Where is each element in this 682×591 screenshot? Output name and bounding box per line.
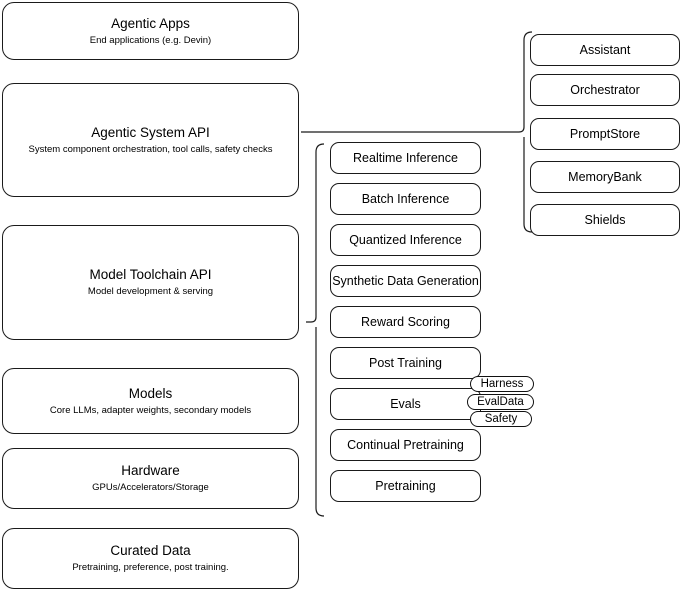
capability-label: Synthetic Data Generation (332, 274, 479, 288)
layer-title: Hardware (121, 463, 180, 478)
capability-label: Reward Scoring (361, 315, 450, 329)
capability-reward-scoring[interactable]: Reward Scoring (330, 306, 481, 338)
capability-label: Continual Pretraining (347, 438, 464, 452)
agentic-component-assistant[interactable]: Assistant (530, 34, 680, 66)
capability-label: Batch Inference (361, 192, 450, 206)
stack-layer-agentic-apps[interactable]: Agentic Apps End applications (e.g. Devi… (2, 2, 299, 60)
eval-badge-label: EvalData (477, 395, 524, 408)
layer-subtitle: Core LLMs, adapter weights, secondary mo… (49, 404, 252, 416)
stack-layer-model-toolchain-api[interactable]: Model Toolchain API Model development & … (2, 225, 299, 340)
capability-label: Evals (390, 397, 421, 411)
agentic-component-label: MemoryBank (568, 170, 642, 184)
capability-batch-inference[interactable]: Batch Inference (330, 183, 481, 215)
eval-badge-evaldata[interactable]: EvalData (467, 394, 534, 410)
layer-title: Model Toolchain API (89, 267, 212, 282)
agentic-component-memorybank[interactable]: MemoryBank (530, 161, 680, 193)
stack-layer-models[interactable]: Models Core LLMs, adapter weights, secon… (2, 368, 299, 434)
layer-subtitle: System component orchestration, tool cal… (28, 143, 273, 155)
capability-label: Post Training (369, 356, 442, 370)
layer-title: Agentic System API (91, 124, 210, 140)
layer-title: Agentic Apps (111, 15, 190, 31)
stack-layer-curated-data[interactable]: Curated Data Pretraining, preference, po… (2, 528, 299, 589)
agentic-component-shields[interactable]: Shields (530, 204, 680, 236)
layer-subtitle: Model development & serving (87, 286, 214, 297)
capability-label: Quantized Inference (349, 233, 462, 247)
layer-title: Models (128, 385, 173, 401)
layer-subtitle: GPUs/Accelerators/Storage (92, 482, 209, 493)
capability-synthetic-data-generation[interactable]: Synthetic Data Generation (330, 265, 481, 297)
capability-pretraining[interactable]: Pretraining (330, 470, 481, 502)
capability-realtime-inference[interactable]: Realtime Inference (330, 142, 481, 174)
stack-layer-hardware[interactable]: Hardware GPUs/Accelerators/Storage (2, 448, 299, 509)
eval-badge-harness[interactable]: Harness (470, 376, 534, 392)
capability-quantized-inference[interactable]: Quantized Inference (330, 224, 481, 256)
agentic-component-promptstore[interactable]: PromptStore (530, 118, 680, 150)
bracket-toolchain-capabilities (306, 143, 325, 517)
layer-subtitle: End applications (e.g. Devin) (89, 34, 212, 46)
eval-badge-label: Harness (480, 377, 524, 390)
agentic-component-label: PromptStore (569, 127, 641, 141)
eval-badge-label: Safety (484, 412, 518, 425)
capability-label: Realtime Inference (353, 151, 458, 165)
capability-evals[interactable]: Evals (330, 388, 481, 420)
capability-continual-pretraining[interactable]: Continual Pretraining (330, 429, 481, 461)
agentic-component-label: Shields (584, 213, 626, 227)
eval-badge-safety[interactable]: Safety (470, 411, 532, 427)
layer-title: Curated Data (110, 543, 191, 558)
layer-subtitle: Pretraining, preference, post training. (72, 562, 229, 573)
stack-layer-agentic-system-api[interactable]: Agentic System API System component orch… (2, 83, 299, 197)
agentic-component-label: Assistant (579, 43, 631, 57)
capability-post-training[interactable]: Post Training (330, 347, 481, 379)
agentic-component-label: Orchestrator (570, 83, 640, 97)
agentic-component-orchestrator[interactable]: Orchestrator (530, 74, 680, 106)
capability-label: Pretraining (375, 479, 436, 493)
